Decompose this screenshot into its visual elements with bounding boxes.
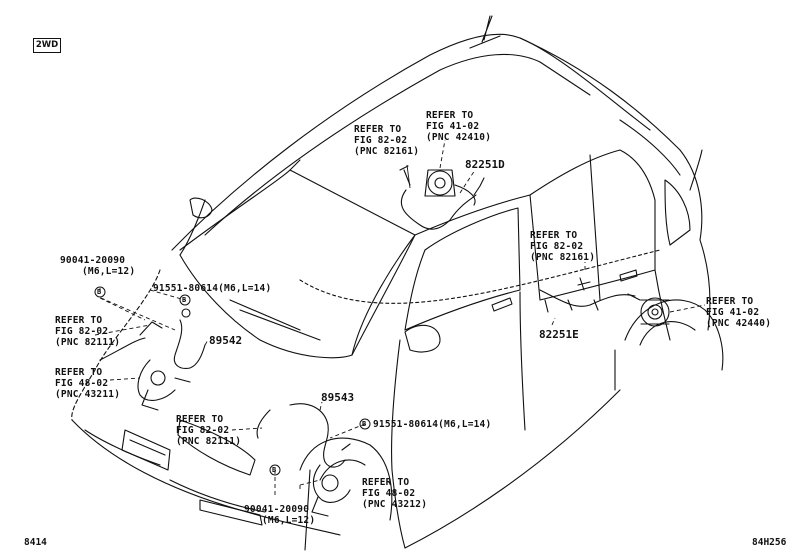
- fastener-91551-80614-top[interactable]: 91551-80614(M6,L=14): [153, 283, 272, 294]
- part-number-82251D[interactable]: 82251D: [465, 158, 505, 171]
- front-right-sensor-assembly: [256, 403, 351, 517]
- marker-b-1: B: [97, 288, 102, 296]
- marker-b-4: B: [272, 466, 277, 474]
- part-number-82251E[interactable]: 82251E: [539, 328, 579, 341]
- fastener-91551-80614-bottom[interactable]: 91551-80614(M6,L=14): [373, 419, 492, 430]
- marker-b-2: B: [182, 296, 187, 304]
- front-left-sensor-assembly: [137, 308, 206, 411]
- illustration-code-left: 8414: [24, 537, 47, 548]
- fastener-90041-20090-top[interactable]: 90041-20090(M6,L=12): [60, 255, 136, 277]
- rear-left-hub-assembly: [399, 165, 485, 230]
- part-number-89543[interactable]: 89543: [321, 391, 355, 404]
- illustration-code-right: 84H256: [752, 537, 787, 548]
- fastener-90041-20090-bottom[interactable]: 90041-20090(M6,L=12): [244, 504, 316, 526]
- drive-type-badge: 2WD: [33, 38, 61, 53]
- part-number-89542[interactable]: 89542: [209, 334, 243, 347]
- marker-b-3: B: [362, 420, 367, 428]
- rear-right-hub-assembly: [539, 277, 670, 327]
